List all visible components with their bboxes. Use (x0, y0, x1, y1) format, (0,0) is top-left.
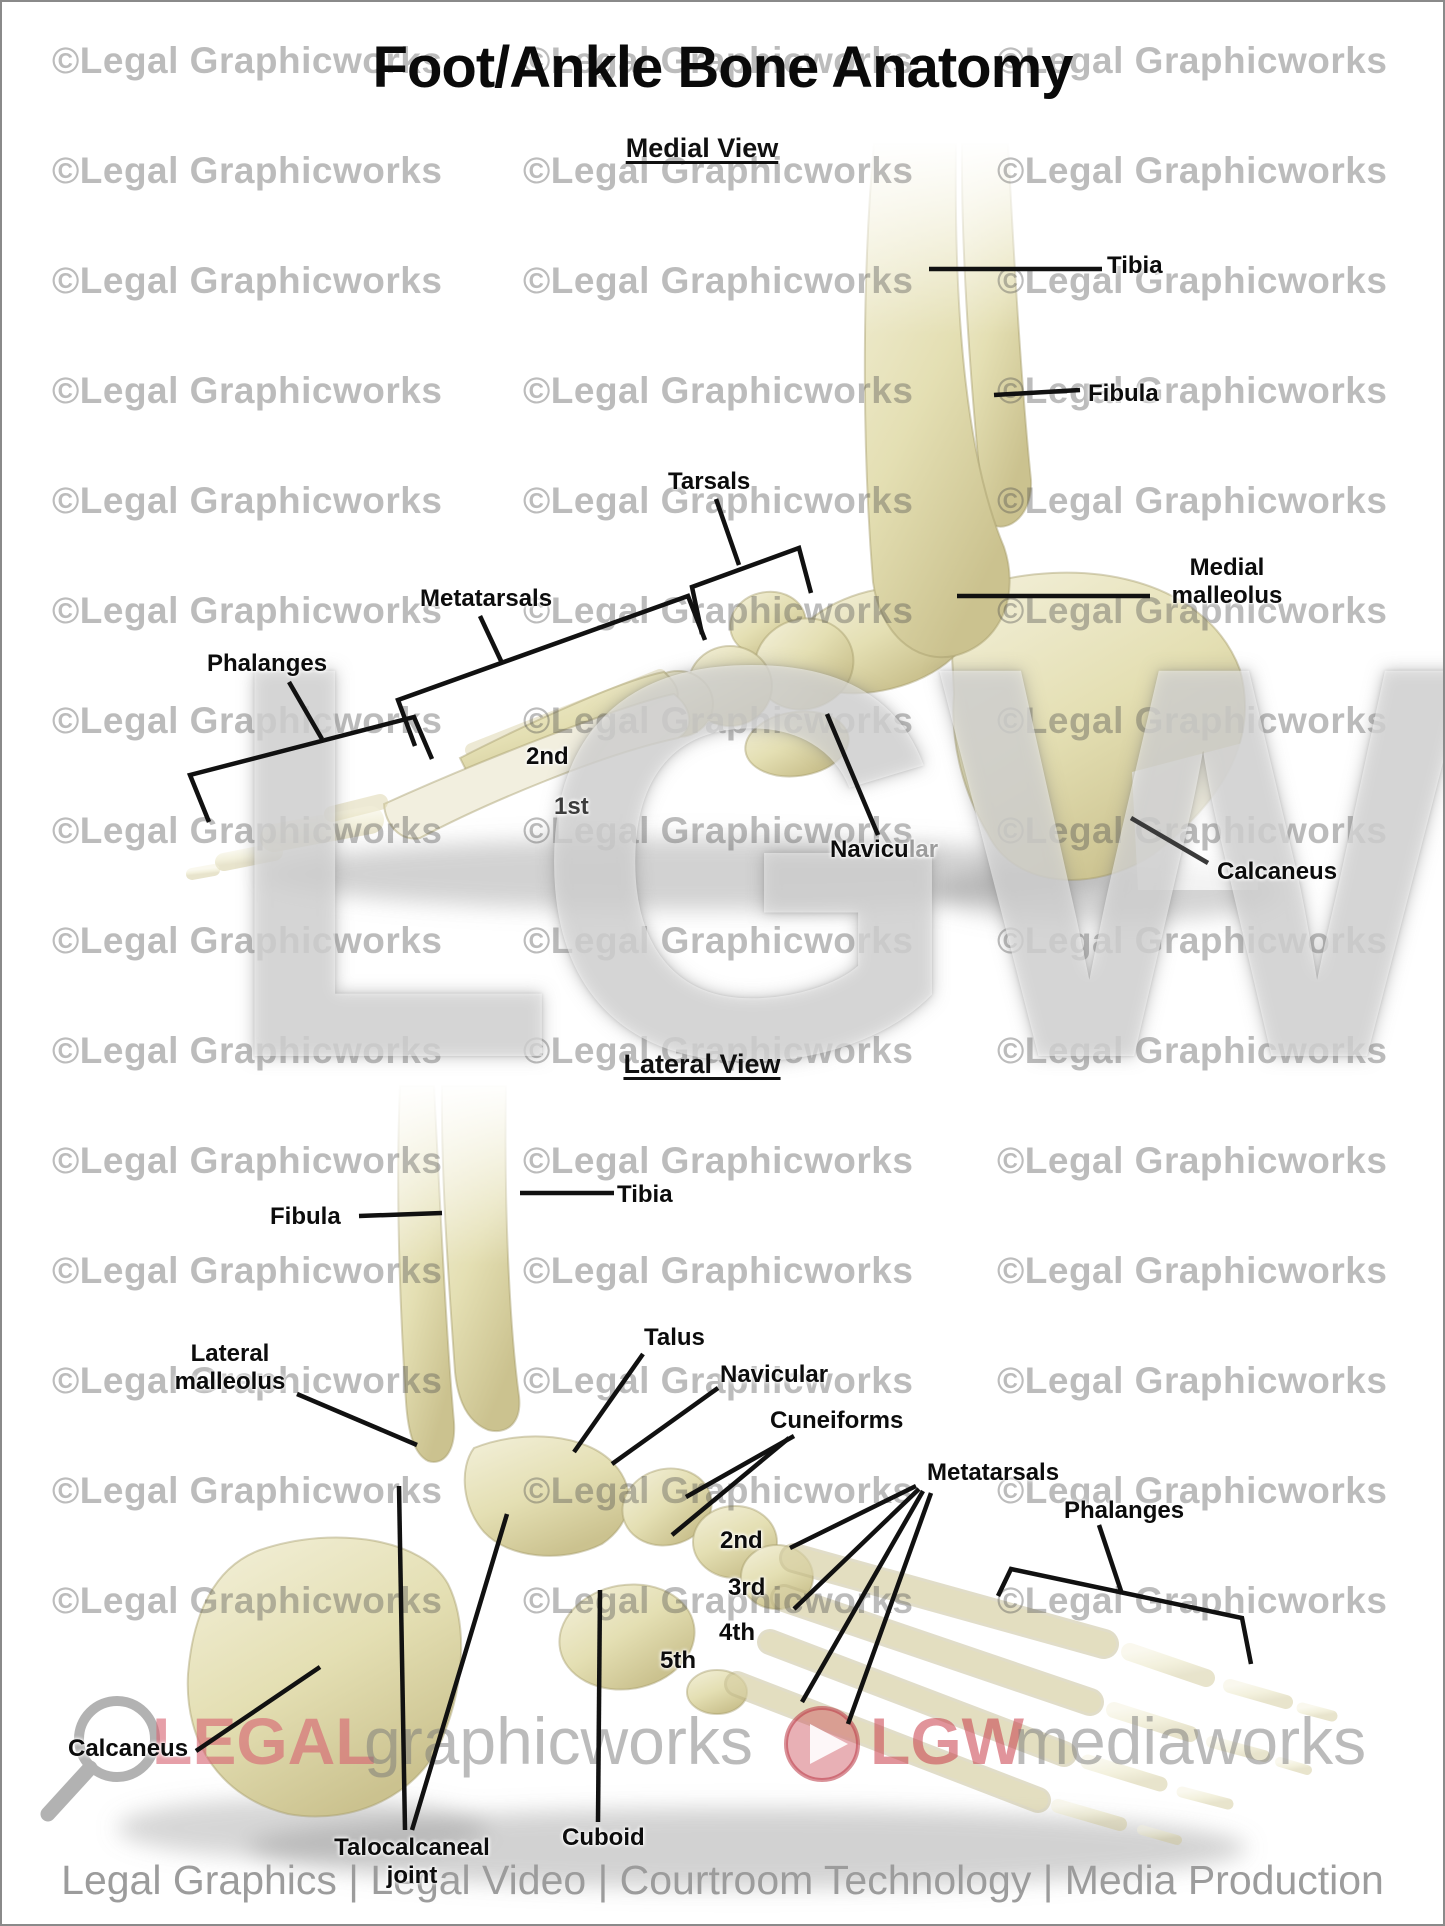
label-medial-tarsals: Tarsals (668, 468, 751, 495)
label-lateral-talocalcaneal-joint: Talocalcaneal joint (334, 1834, 490, 1889)
lateral-talocalcaneal-lines (396, 1485, 510, 1831)
lateral-malleolus-line (296, 1391, 418, 1448)
label-lateral-navicular: Navicular (720, 1361, 829, 1388)
medial-tarsals-bracket (689, 498, 814, 635)
label-lateral-metatarsals: Metatarsals (927, 1459, 1060, 1486)
lateral-metatarsal3-bone (773, 1587, 1101, 1713)
label-medial-navicular: Navicular (830, 836, 939, 863)
medial-phalanges-bracket (186, 680, 435, 823)
medial-calcaneus-line (1129, 816, 1210, 865)
medial-metatarsals-bracket (395, 593, 708, 747)
lateral-cuboid-line (595, 1589, 603, 1823)
page-title: Foot/Ankle Bone Anatomy (372, 35, 1074, 100)
label-medial-metatarsals: Metatarsals (420, 585, 553, 612)
graphicworks-watermark-text: graphicworks (364, 1704, 753, 1778)
label-medial-2nd: 2nd (526, 743, 569, 770)
label-lateral-talus: Talus (644, 1324, 705, 1351)
lgw-watermark-text: LGW (870, 1704, 1024, 1778)
label-medial-1st: 1st (554, 793, 589, 820)
lateral-calcaneus-line (194, 1665, 322, 1753)
label-lateral-calcaneus: Calcaneus (68, 1735, 189, 1762)
label-medial-phalanges: Phalanges (207, 650, 328, 677)
label-medial-fibula: Fibula (1088, 380, 1159, 407)
label-lateral-5th: 5th (660, 1647, 696, 1674)
lateral-metatarsal5-bone (727, 1674, 1048, 1810)
lateral-metatarsal2-bone (782, 1546, 1116, 1656)
lateral-calcaneus-bone (186, 1536, 463, 1818)
label-lateral-malleolus: Lateral malleolus (174, 1340, 286, 1395)
medial-view-bones (186, 140, 1282, 922)
lateral-talus-line (572, 1352, 645, 1454)
label-medial-calcaneus: Calcaneus (1217, 858, 1338, 885)
lateral-metatarsals-lines (789, 1483, 934, 1725)
lateral-navicular-bone (621, 1467, 713, 1547)
label-lateral-cuboid: Cuboid (562, 1824, 645, 1851)
label-lateral-tibia: Tibia (617, 1181, 673, 1208)
label-lateral-3rd: 3rd (728, 1574, 766, 1601)
lateral-metatarsal4-bone (760, 1632, 1074, 1764)
medial-navicular-line (824, 713, 881, 836)
label-lateral-2nd: 2nd (720, 1527, 763, 1554)
lateral-cuneiforms-lines (670, 1434, 796, 1537)
lateral-cuboid-bone (558, 1583, 696, 1691)
lateral-phalanges-bracket (995, 1524, 1254, 1665)
medial-view-title: Medial View (625, 133, 779, 163)
medial-metatarsal1-bone (382, 692, 691, 840)
label-lateral-4th: 4th (719, 1619, 755, 1646)
play-icon (784, 1706, 860, 1782)
label-lateral-fibula: Fibula (270, 1203, 341, 1230)
lateral-phalanges-bones (1051, 1643, 1338, 1845)
mediaworks-watermark-text: mediaworks (1014, 1704, 1367, 1778)
label-lateral-cuneiforms: Cuneiforms (770, 1407, 904, 1434)
footer-services: Legal Graphics | Legal Video | Courtroom… (61, 1857, 1384, 1903)
label-medial-malleolus: Medial malleolus (1171, 554, 1283, 609)
lateral-view-title: Lateral View (623, 1049, 781, 1079)
lateral-fibula-line (358, 1210, 443, 1219)
label-medial-tibia: Tibia (1107, 252, 1163, 279)
lateral-navicular-line (610, 1386, 720, 1466)
legal-watermark-text: LEGAL (152, 1704, 376, 1778)
medial-fibula-line (993, 387, 1081, 398)
label-lateral-phalanges: Phalanges (1064, 1497, 1185, 1524)
magnifier-icon (40, 1696, 160, 1822)
